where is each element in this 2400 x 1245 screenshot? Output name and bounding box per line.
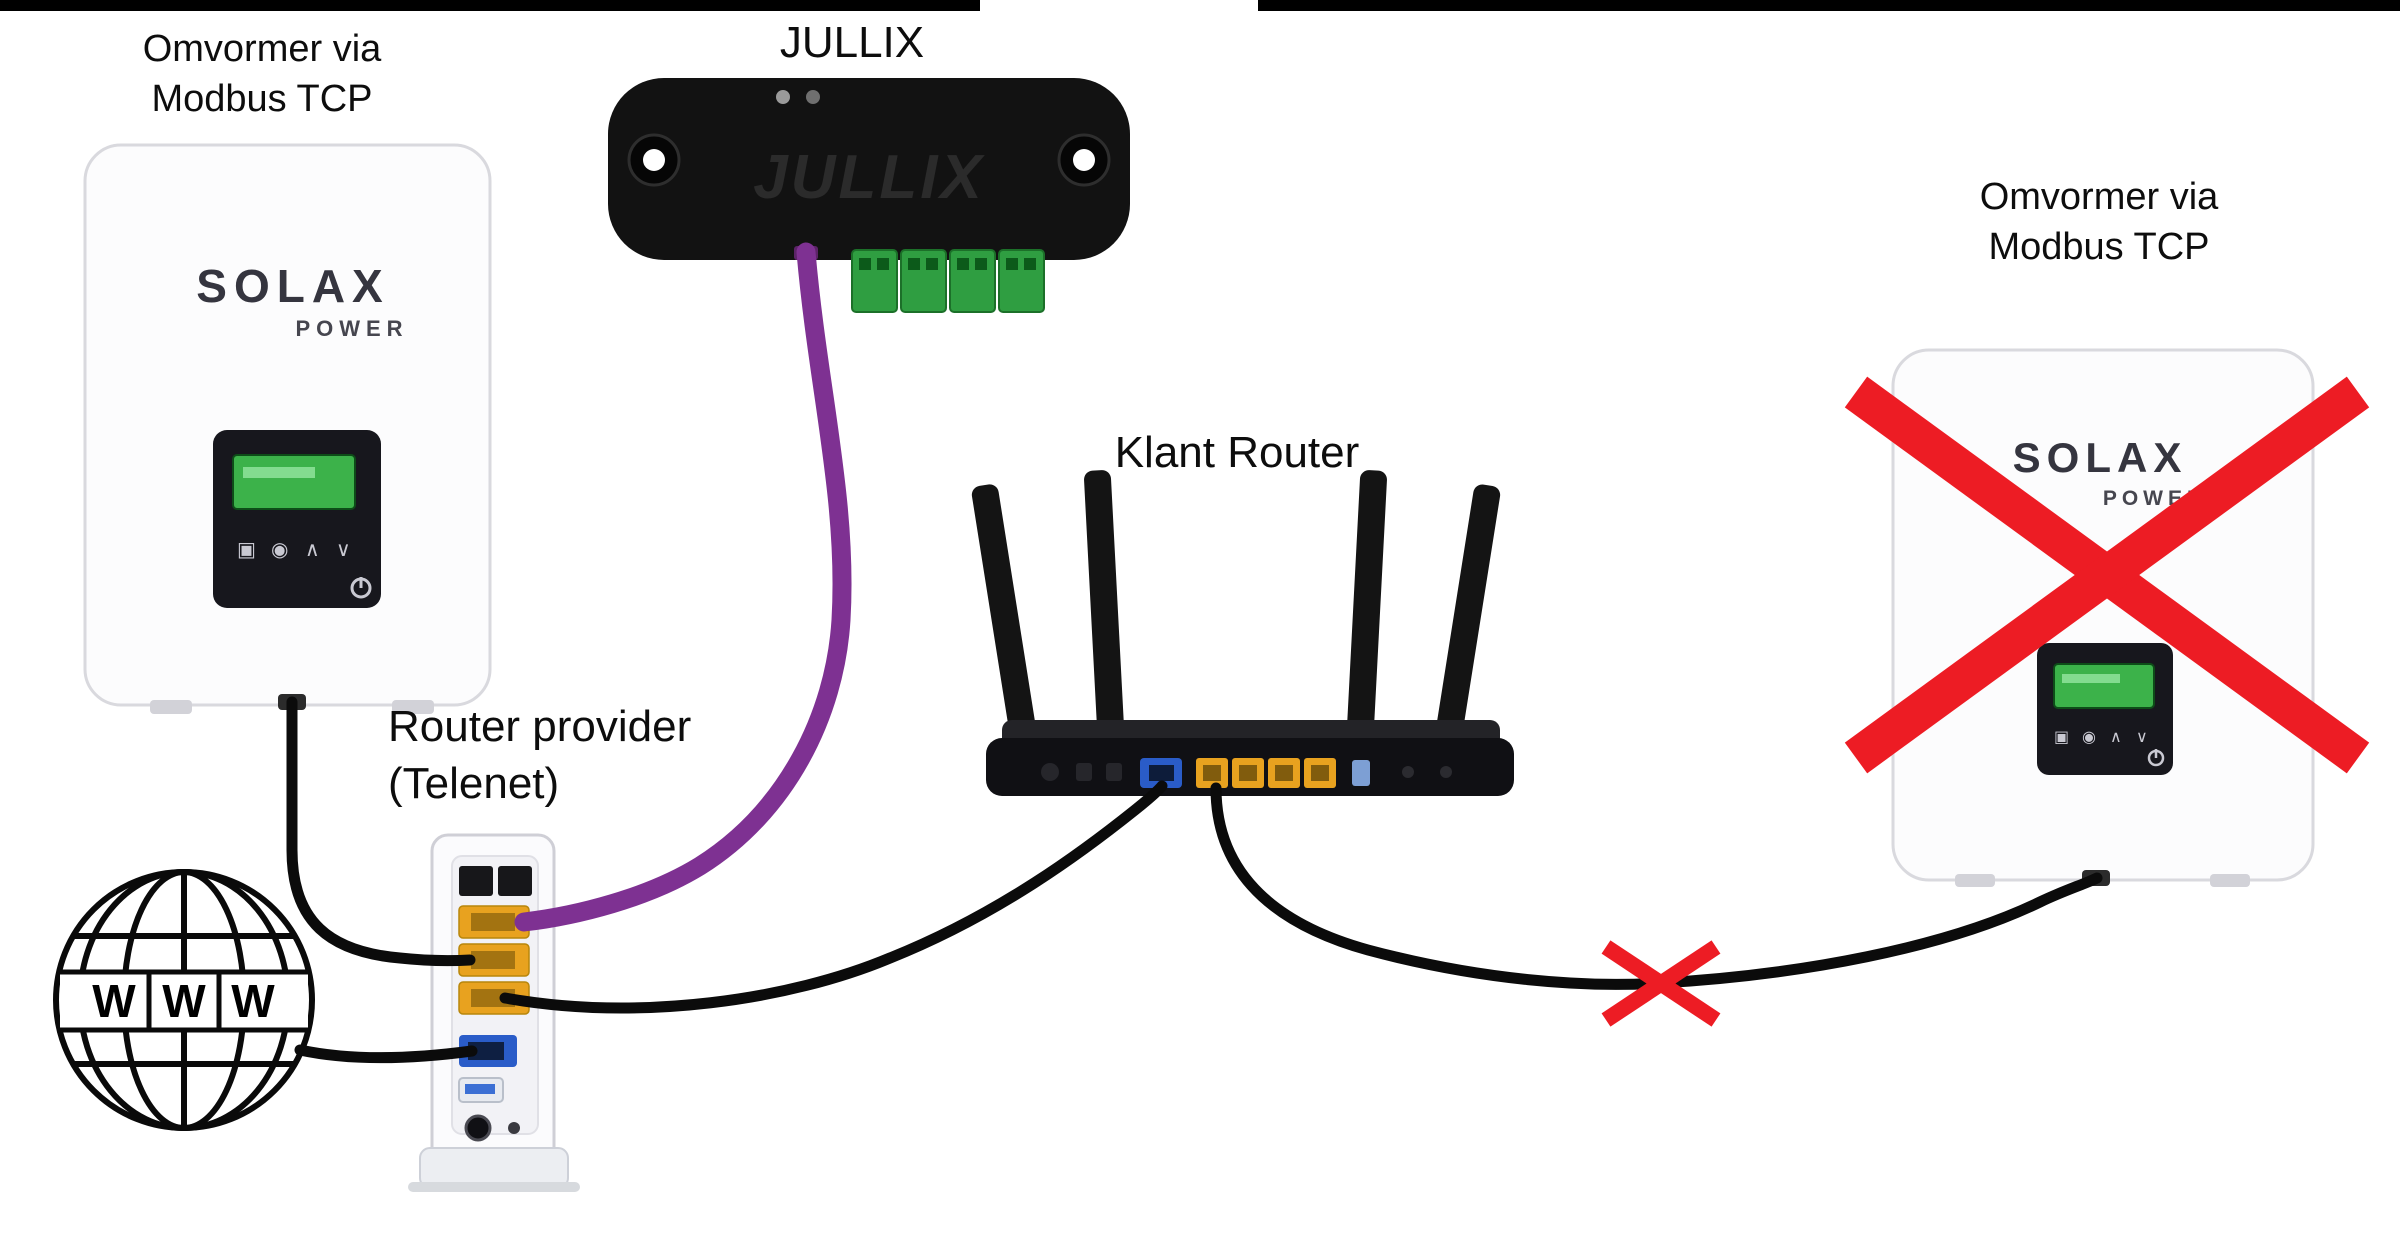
cable-klantrouter-to-inverter — [1210, 782, 2103, 990]
display-menu-icon: ▣ — [237, 537, 256, 561]
cable-inverter-to-provider — [286, 696, 476, 967]
display-down-icon: ∨ — [2136, 727, 2148, 746]
wps-button — [1440, 766, 1452, 778]
inverter-foot — [2210, 874, 2250, 887]
display-power-icon: ◉ — [271, 537, 288, 561]
jullix-body — [608, 78, 1130, 260]
red-cross-cable — [1601, 940, 1721, 1027]
display-up-icon: ∧ — [305, 537, 320, 561]
left-inverter-label-line1: Omvormer via — [142, 28, 382, 70]
display-menu-icon: ▣ — [2054, 727, 2069, 746]
solax-power-subtext: POWER — [295, 316, 408, 341]
provider-usb-tongue — [465, 1084, 495, 1094]
provider-lan-slots — [471, 913, 515, 1007]
globe-band-lines — [58, 969, 310, 1033]
router-button — [1106, 763, 1122, 781]
provider-router-label: Router provider (Telenet) — [388, 698, 818, 812]
jullix-label: JULLIX — [779, 18, 925, 67]
power-button-icon — [350, 577, 372, 599]
mount-hole-left-center — [643, 149, 665, 171]
provider-label-line2: (Telenet) — [388, 759, 560, 809]
usb-port — [1352, 760, 1370, 786]
lcd-text-line — [2062, 674, 2120, 683]
provider-label-line1: Router provider — [388, 702, 692, 751]
ethernet-port — [459, 866, 493, 896]
coax-connector — [464, 1114, 492, 1142]
status-led — [776, 90, 790, 104]
left-inverter-label: Omvormer via Modbus TCP — [70, 24, 454, 124]
reset-button — [1402, 766, 1414, 778]
cables — [286, 242, 2103, 1064]
display-power-icon: ◉ — [2082, 727, 2096, 746]
jullix-embossed-logo: JULLIX — [753, 143, 985, 212]
left-inverter-label-line2: Modbus TCP — [151, 78, 373, 121]
right-inverter-label-line2: Modbus TCP — [1988, 226, 2210, 269]
solax-logo: SOLAX — [2013, 434, 2188, 481]
inverter-display-panel: ▣ ◉ ∧ ∨ — [2037, 643, 2173, 775]
router-antennas — [971, 470, 1501, 749]
red-cross-inverter — [1844, 376, 2370, 774]
www-letter-3: W — [231, 975, 275, 1027]
lan-port-slots — [1203, 765, 1329, 781]
provider-reset-button — [508, 1122, 520, 1134]
klant-router-device — [971, 470, 1514, 796]
solax-logo: SOLAX — [196, 260, 389, 312]
power-button-icon — [2147, 749, 2165, 767]
top-bar-left — [0, 0, 980, 11]
right-inverter-label-line1: Omvormer via — [1979, 176, 2219, 218]
www-letter-2: W — [162, 975, 206, 1027]
inverter-foot — [392, 700, 434, 714]
cable-jullix-to-provider — [514, 242, 852, 932]
mount-hole-right-center — [1073, 149, 1095, 171]
lcd-text-line — [243, 467, 315, 478]
router-button — [1076, 763, 1092, 781]
top-bar-right — [1258, 0, 2400, 11]
cable-globe-to-provider — [294, 1044, 478, 1064]
right-inverter-label: Omvormer via Modbus TCP — [1887, 172, 2311, 272]
display-down-icon: ∨ — [336, 537, 351, 561]
klant-router-label: Klant Router — [1114, 428, 1360, 477]
status-led — [806, 90, 820, 104]
globe-www-band — [60, 972, 308, 1030]
wan-port-slot — [1149, 765, 1174, 781]
power-jack — [1041, 763, 1059, 781]
solax-inverter-right: SOLAX POWER ▣ ◉ ∧ ∨ — [1891, 348, 2315, 887]
solax-inverter-left: SOLAX POWER ▣ ◉ ∧ ∨ — [83, 143, 492, 714]
cable-provider-to-klantrouter — [499, 780, 1168, 1014]
inverter-display-panel: ▣ ◉ ∧ ∨ — [213, 430, 381, 608]
provider-router-device — [408, 833, 580, 1192]
display-up-icon: ∧ — [2110, 727, 2122, 746]
ethernet-port — [498, 866, 532, 896]
inverter-foot — [1955, 874, 1995, 887]
lcd-screen — [2053, 663, 2155, 709]
inverter-foot — [150, 700, 192, 714]
provider-wan-slot — [468, 1042, 504, 1060]
terminal-screws — [859, 258, 1036, 270]
www-letter-1: W — [92, 975, 136, 1027]
jullix-gateway-device: JULLIX — [608, 78, 1130, 313]
lcd-screen — [232, 454, 356, 510]
provider-router-foot — [408, 1182, 580, 1192]
